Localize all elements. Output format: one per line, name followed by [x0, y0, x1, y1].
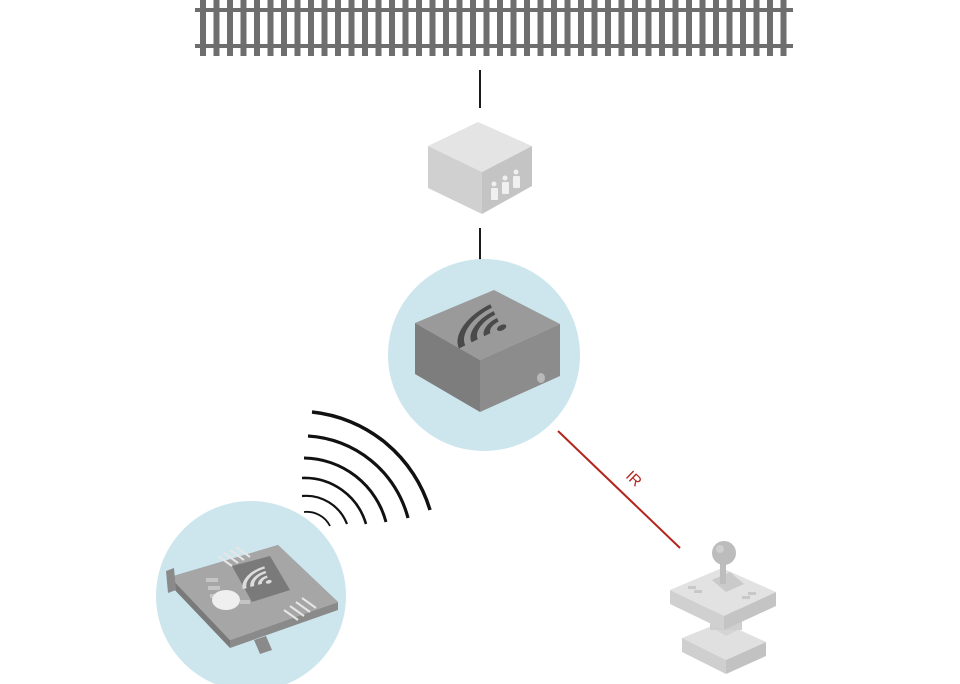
railway-tie [456, 0, 463, 56]
joystick-throttle-icon [670, 541, 776, 674]
railway-tie [308, 0, 314, 56]
radio-waves-icon [301, 410, 432, 527]
railway-tie [443, 0, 449, 56]
railway-tie [591, 0, 598, 56]
railway-tie [605, 0, 611, 56]
railway-tie [767, 0, 773, 56]
railway-tie [524, 0, 530, 56]
railway-tie [240, 0, 247, 56]
railway-tie [740, 0, 746, 56]
railway-tie [348, 0, 355, 56]
railway-tie [375, 0, 382, 56]
ir-line [557, 430, 681, 549]
railway-tie [281, 0, 287, 56]
railway-tie [470, 0, 476, 56]
railway-tie [713, 0, 719, 56]
railway-tie [672, 0, 679, 56]
railway-tie [686, 0, 692, 56]
railway-tie [537, 0, 544, 56]
railway-tie [483, 0, 490, 56]
railway-tie [416, 0, 422, 56]
railway-tie [227, 0, 233, 56]
railway-tie [267, 0, 274, 56]
railway-tie [551, 0, 557, 56]
railway-tie [578, 0, 584, 56]
wireless-decoder-chip-icon [166, 545, 338, 654]
railway-tie [200, 0, 206, 56]
chip-wifi-icon [242, 566, 272, 590]
interface-box-icon [428, 122, 532, 214]
wifi-base-station-icon [415, 290, 560, 412]
railway-tie [632, 0, 638, 56]
railway-tie [726, 0, 733, 56]
railway-track-icon [195, 0, 793, 56]
railway-tie [321, 0, 328, 56]
railway-tie [335, 0, 341, 56]
wifi-icon [457, 304, 507, 349]
railway-tie [213, 0, 220, 56]
railway-tie [294, 0, 301, 56]
ir-label: IR [622, 468, 645, 491]
railway-tie [753, 0, 760, 56]
railway-tie [659, 0, 665, 56]
railway-tie [510, 0, 517, 56]
railway-tie [699, 0, 706, 56]
railway-tie [429, 0, 436, 56]
railway-tie [497, 0, 503, 56]
railway-tie [254, 0, 260, 56]
railway-tie [780, 0, 787, 56]
railway-tie [362, 0, 368, 56]
railway-tie [645, 0, 652, 56]
railway-tie [402, 0, 409, 56]
railway-tie [564, 0, 571, 56]
railway-tie [389, 0, 395, 56]
railway-tie [618, 0, 625, 56]
